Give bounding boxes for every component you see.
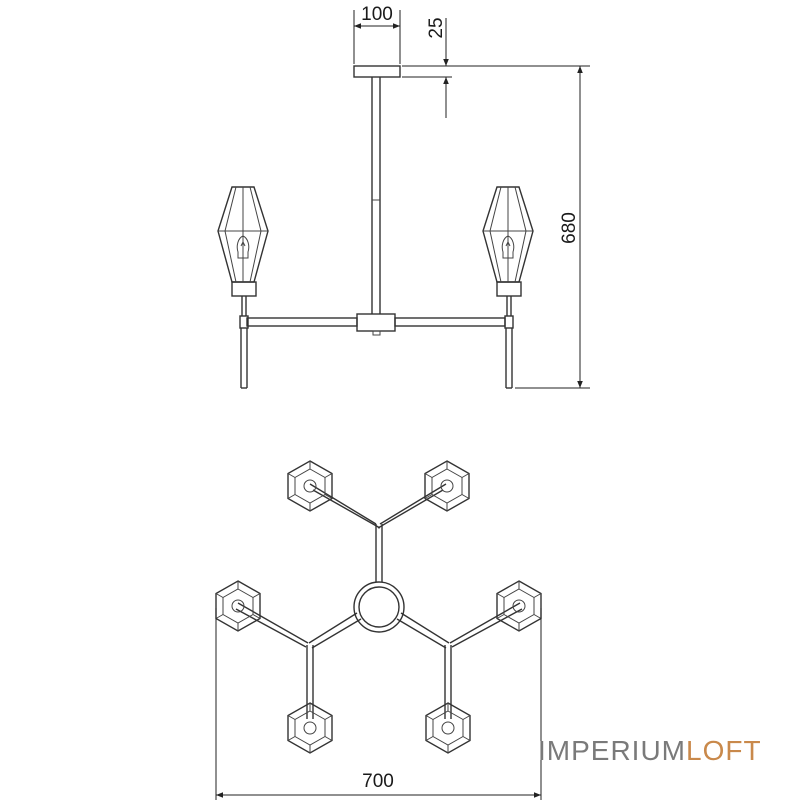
dim-label-25: 25: [426, 17, 447, 38]
side-arms: [246, 317, 506, 327]
left-bulb-icon: [236, 235, 250, 259]
dim-label-680: 680: [559, 212, 580, 244]
dim-label-100: 100: [361, 4, 393, 25]
center-ring-outer: [353, 581, 405, 633]
shade-top-upper-left: [287, 460, 333, 512]
dimension-canopy-height: 25: [402, 17, 590, 118]
shade-top-lower-left: [287, 702, 333, 754]
shade-top-left: [215, 580, 261, 632]
left-lamp-side: [217, 186, 269, 389]
dim-label-700: 700: [362, 771, 394, 792]
right-bulb-icon: [501, 235, 515, 259]
dimension-total-height: 680: [515, 66, 590, 389]
side-view: 100 25 680: [217, 4, 590, 389]
brand-logo-part1: IMPERIUM: [538, 735, 686, 766]
dimension-canopy-width: 100: [353, 4, 401, 64]
dimension-total-width: 700: [215, 608, 542, 800]
top-view: 700: [215, 460, 542, 800]
center-hub: [356, 313, 396, 332]
right-lamp-side: [482, 186, 534, 389]
plan-arms: [235, 483, 523, 719]
brand-logo-part2: LOFT: [686, 735, 762, 766]
shade-top-right: [496, 580, 542, 632]
shade-top-upper-right: [424, 460, 470, 512]
shade-top-lower-right: [425, 702, 471, 754]
brand-logo: IMPERIUMLOFT: [538, 735, 762, 767]
stem: [371, 77, 381, 314]
canopy: [353, 65, 401, 78]
center-ring-inner: [358, 586, 400, 628]
